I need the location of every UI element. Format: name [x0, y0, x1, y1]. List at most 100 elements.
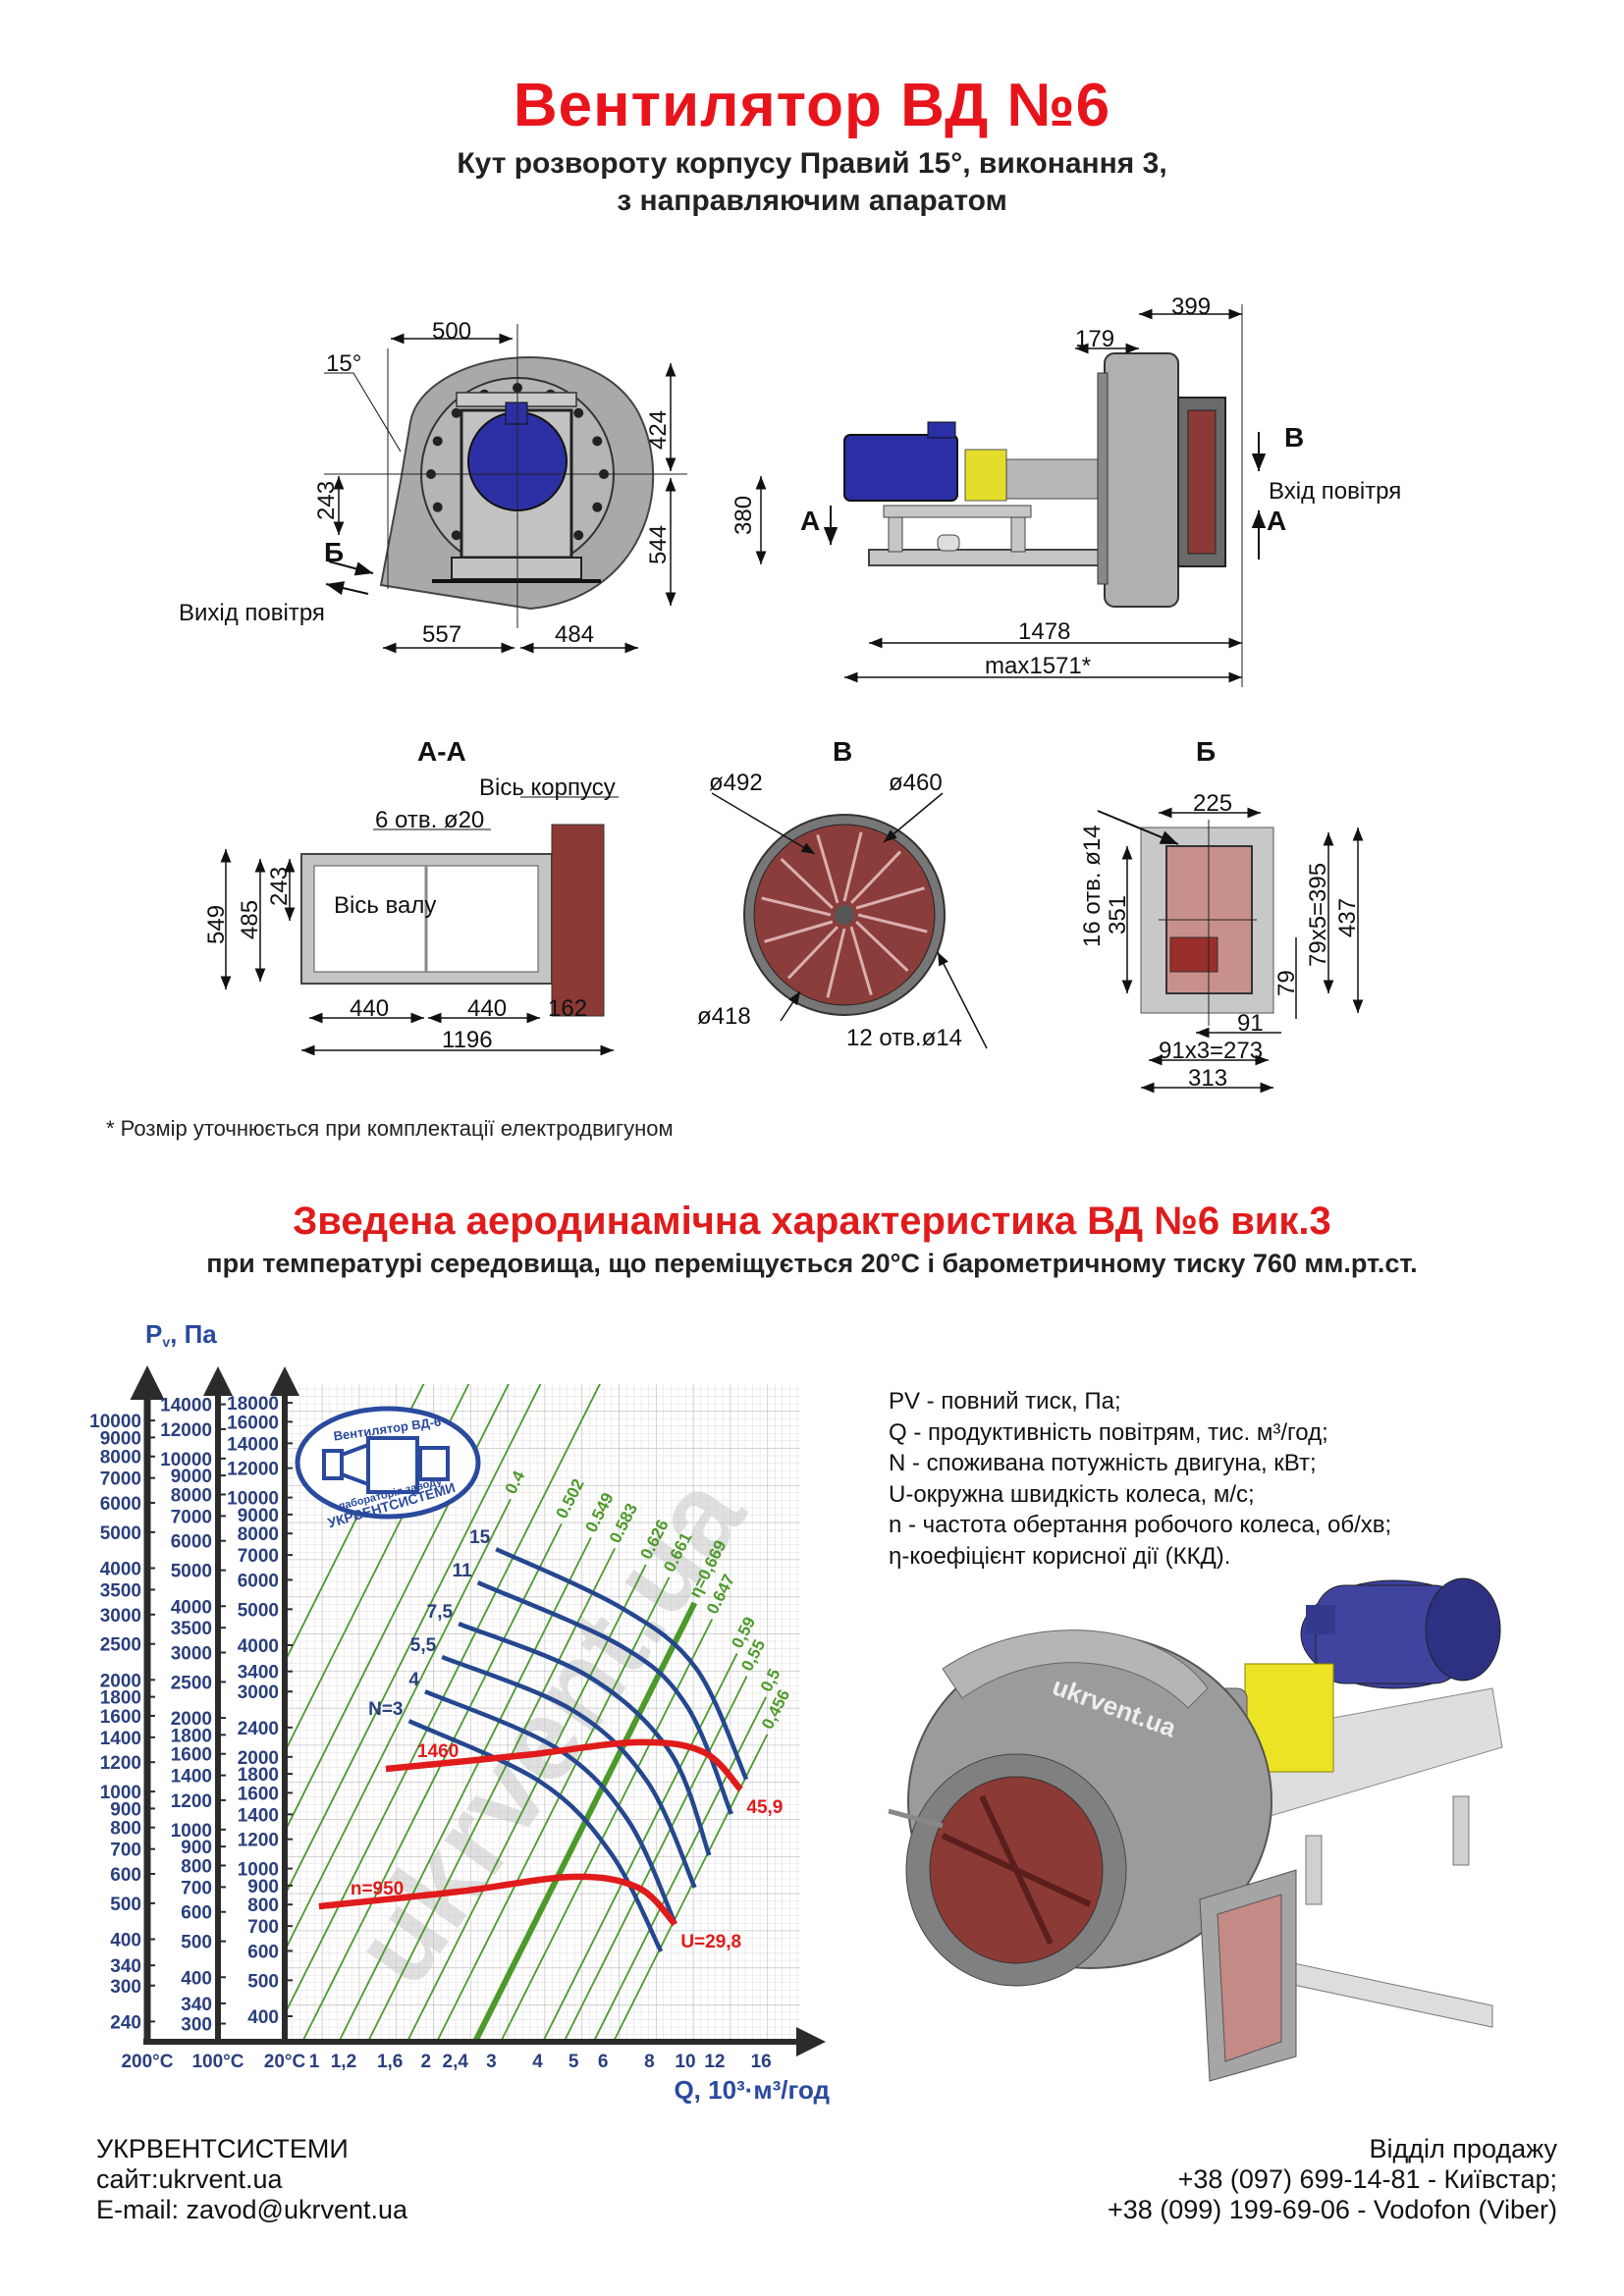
- email-link[interactable]: E-mail: zavod@ukrvent.ua: [96, 2195, 408, 2224]
- efficiency-line: [542, 1653, 738, 2042]
- y-tick-label: 3000: [100, 1606, 141, 1627]
- efficiency-line: [367, 1547, 617, 2042]
- y-tick-label: 6000: [171, 1532, 212, 1553]
- x-tick-label: 1,2: [331, 2052, 356, 2072]
- y-tick-label: 9000: [100, 1428, 141, 1449]
- dim-399: 399: [1171, 294, 1211, 320]
- y-tick-label: 240: [110, 2012, 141, 2033]
- y-tick-label: 12000: [160, 1420, 212, 1441]
- dim-484: 484: [555, 621, 594, 648]
- dim-549: 549: [203, 905, 230, 944]
- dim-437: 437: [1334, 898, 1361, 937]
- y-tick-label: 340: [181, 1995, 212, 2015]
- y-tick-label: 300: [110, 1977, 141, 1998]
- legend-q: Q - продуктивність повітрям, тис. м³/год…: [889, 1418, 1328, 1446]
- x-tick-label: 6: [598, 2052, 609, 2072]
- dim-1196: 1196: [442, 1027, 493, 1053]
- efficiency-line: [285, 1384, 542, 1897]
- shaft-axis-label: Вісь валу: [334, 892, 436, 919]
- temperature-axis-label: 20°C: [264, 2052, 306, 2072]
- guide-vane: [849, 850, 902, 904]
- dim-1478: 1478: [1018, 618, 1070, 645]
- y-tick-label: 18000: [227, 1394, 279, 1415]
- y-tick-label: 1600: [171, 1745, 212, 1766]
- guide-vane: [826, 928, 846, 998]
- efficiency-line: [285, 1384, 510, 1834]
- guide-vane: [816, 834, 839, 904]
- bolt-hole: [592, 502, 603, 512]
- bolt-hole: [451, 407, 461, 418]
- dim-91: 91: [1237, 1010, 1264, 1037]
- guide-vane: [842, 831, 863, 902]
- bolt-hole: [573, 530, 584, 541]
- y-tick-label: 5000: [171, 1562, 212, 1582]
- power-curve: [495, 1547, 749, 1781]
- section-a-marker-right: А: [1267, 506, 1286, 536]
- y-tick-label: 7000: [171, 1507, 212, 1527]
- y-tick-label: 500: [110, 1895, 141, 1915]
- phone-kyivstar[interactable]: +38 (097) 699-14-81 - Київстар;: [1177, 2164, 1557, 2194]
- y-tick-label: 10000: [89, 1412, 141, 1432]
- x-tick-label: 10: [675, 2052, 695, 2072]
- dim-angle-15: 15°: [326, 350, 361, 377]
- y-tick-label: 700: [181, 1878, 212, 1898]
- efficiency-line: [613, 1734, 769, 2042]
- bolt-hole: [451, 530, 461, 541]
- y-tick-label: 800: [110, 1819, 141, 1840]
- dim-351: 351: [1105, 895, 1131, 934]
- y-tick-label: 500: [181, 1933, 212, 1953]
- y-tick-label: 900: [110, 1799, 141, 1820]
- website-link[interactable]: сайт:ukrvent.ua: [96, 2164, 283, 2194]
- y-tick-label: 10000: [160, 1450, 212, 1470]
- section-v-marker: В: [1284, 422, 1304, 453]
- dim-d418: ø418: [697, 1003, 751, 1030]
- speed-curve-label: n=950: [351, 1879, 404, 1899]
- fan-3d-render: ukrvent.ua: [888, 1577, 1503, 2082]
- guide-vane: [761, 896, 832, 917]
- legend-u: U-окружна швидкість колеса, м/с;: [889, 1480, 1255, 1508]
- power-curve: [424, 1689, 677, 1925]
- side-view-drawing: 500 15° 243 424 544 Б Вихід повітря 557 …: [179, 318, 687, 654]
- y-tick-label: 300: [181, 2014, 212, 2035]
- company-name: УКРВЕНТСИСТЕМИ: [96, 2134, 349, 2163]
- footer-contacts-left: УКРВЕНТСИСТЕМИ сайт:ukrvent.ua E-mail: z…: [96, 2134, 407, 2225]
- efficiency-line: [406, 1564, 647, 2042]
- dim-380: 380: [731, 496, 757, 535]
- guide-vane: [857, 913, 928, 934]
- dim-d460: ø460: [889, 770, 943, 796]
- y-tick-label: 4000: [100, 1560, 141, 1580]
- y-tick-label: 500: [247, 1971, 279, 1992]
- dim-395: 79x5=395: [1305, 863, 1331, 967]
- y-tick-label: 4000: [171, 1597, 212, 1618]
- y-tick-label: 3500: [100, 1580, 141, 1601]
- y-tick-label: 1000: [238, 1860, 279, 1881]
- bolt-hole: [432, 436, 443, 447]
- dim-440-b: 440: [467, 995, 507, 1022]
- y-tick-label: 1800: [238, 1765, 279, 1786]
- guide-vane: [780, 857, 834, 910]
- y-tick-label: 8000: [100, 1448, 141, 1468]
- sales-department: Відділ продажу: [1369, 2134, 1557, 2163]
- temperature-axis-label: 100°C: [191, 2052, 244, 2072]
- x-tick-label: 8: [644, 2052, 655, 2072]
- section-a-marker-left: А: [800, 506, 820, 536]
- y-tick-label: 900: [181, 1838, 212, 1858]
- y-tick-label: 900: [247, 1877, 279, 1897]
- y-tick-label: 2000: [100, 1671, 141, 1691]
- bolt-hole: [592, 436, 603, 447]
- y-tick-label: 5000: [238, 1600, 279, 1621]
- x-tick-label: 4: [532, 2052, 543, 2072]
- dim-179: 179: [1075, 326, 1114, 352]
- x-tick-label: 3: [486, 2052, 497, 2072]
- y-tick-label: 16000: [227, 1413, 279, 1433]
- y-tick-label: 800: [247, 1896, 279, 1916]
- bolt-hole: [573, 407, 584, 418]
- bolt-hole: [432, 502, 443, 512]
- lab-logo: Вентилятор ВД-6 лабораторія заводу УКРВЕ…: [295, 1406, 481, 1530]
- guide-vane: [786, 926, 839, 980]
- phone-vodafone[interactable]: +38 (099) 199-69-06 - Vodofon (Viber): [1107, 2195, 1557, 2224]
- y-tick-label: 800: [181, 1856, 212, 1877]
- x-tick-label: 2: [421, 2052, 432, 2072]
- dim-79: 79: [1273, 970, 1300, 996]
- y-tick-label: 400: [247, 2007, 279, 2028]
